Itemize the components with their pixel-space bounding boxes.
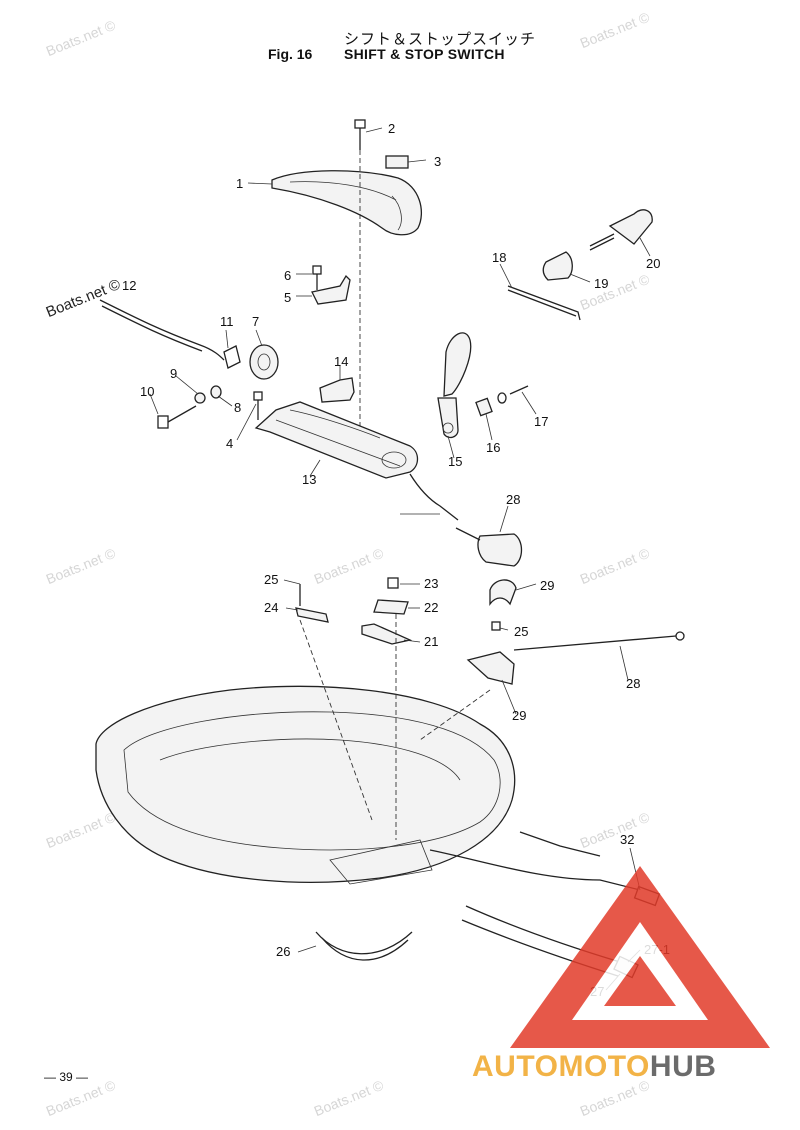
callout-21: 21: [424, 634, 438, 649]
callout-26: 26: [276, 944, 290, 959]
diagram-title-japanese: シフト＆ストップスイッチ: [344, 30, 537, 48]
callout-19: 19: [594, 276, 608, 291]
part-clip: [489, 579, 517, 606]
part-pin-set: [475, 385, 529, 417]
callout-23: 23: [424, 576, 438, 591]
callout-18: 18: [492, 250, 506, 265]
brand-logo: AUTOMOTOHUB: [472, 1050, 716, 1084]
callout-29: 29: [512, 708, 526, 723]
callout-2: 2: [388, 121, 395, 136]
page-number: — 39 —: [44, 1070, 89, 1084]
diagram-title: SHIFT & STOP SWITCH: [344, 46, 505, 62]
callout-14: 14: [334, 354, 348, 369]
brand-logo-part2: HUB: [649, 1050, 717, 1083]
callout-31: 29: [540, 578, 554, 593]
callout-16: 16: [486, 440, 500, 455]
part-handle-cover: [271, 170, 422, 236]
wire: [409, 473, 459, 521]
callout-4: 4: [226, 436, 233, 451]
callout-22: 22: [424, 600, 438, 615]
part-shift-lever: [437, 332, 472, 439]
part-strap: [315, 931, 413, 955]
part-drum: [223, 344, 279, 380]
part-stop-switch: [455, 527, 523, 567]
part-bolt: [354, 119, 366, 150]
callout-13: 13: [302, 472, 316, 487]
part-plates: [295, 577, 515, 685]
part-link-rod: [507, 285, 581, 321]
part-joint: [542, 251, 573, 281]
callout-12: 12: [122, 278, 136, 293]
callout-25: 25: [264, 572, 278, 587]
callout-7: 7: [252, 314, 259, 329]
callout-24: 24: [264, 600, 278, 615]
part-neutral-switch: [589, 209, 653, 251]
brand-logo-triangle: [510, 866, 770, 1048]
callout-5: 5: [284, 290, 291, 305]
callout-10: 10: [140, 384, 154, 399]
callout-30: 28: [506, 492, 520, 507]
callout-6: 6: [284, 268, 291, 283]
callout-15: 15: [448, 454, 462, 469]
part-screw-set: [157, 385, 263, 429]
part-stop-cable: [513, 635, 677, 651]
callout-3: 3: [434, 154, 441, 169]
callout-1: 1: [236, 176, 243, 191]
callout-9: 9: [170, 366, 177, 381]
callout-32: 32: [620, 832, 634, 847]
callout-11: 11: [220, 314, 234, 329]
part-pad: [385, 155, 409, 169]
part-bottom-cowl: [95, 685, 516, 885]
callout-28: 28: [626, 676, 640, 691]
part-bracket: [311, 265, 351, 305]
callout-20: 20: [646, 256, 660, 271]
figure-number: Fig. 16: [268, 46, 313, 62]
callout-25b: 25: [514, 624, 528, 639]
brand-logo-part1: AUTOMOTO: [472, 1050, 650, 1083]
part-cable: [99, 299, 225, 361]
part-shift-base: [254, 377, 419, 479]
callout-17: 17: [534, 414, 548, 429]
callout-8: 8: [234, 400, 241, 415]
